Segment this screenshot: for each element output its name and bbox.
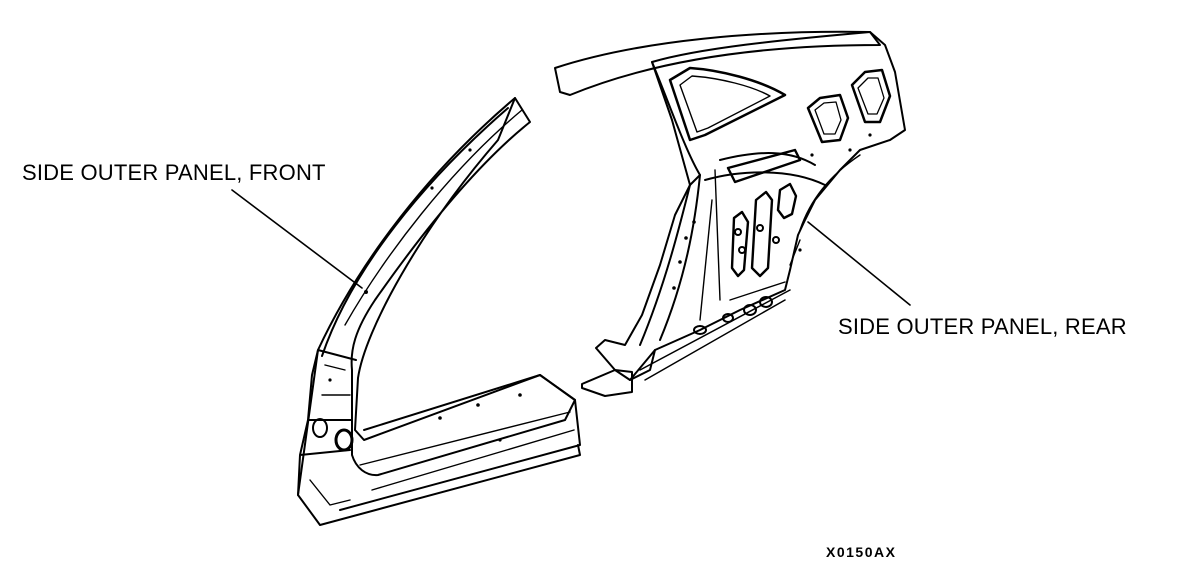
leader-line-rear [807,221,911,306]
rear-side-outer-panel [554,30,906,397]
hinge-pillar-detail [309,364,351,506]
rear-panel-opening-1-inner [814,101,842,135]
c-pillar-line [651,61,701,186]
rear-slot-vertical-left [730,210,750,278]
front-side-outer-panel [297,97,581,526]
a-pillar-inner-line [321,107,509,357]
rear-panel-opening-2 [850,68,892,124]
hinge-hole-lower [334,428,354,452]
rear-slot-horizontal [726,148,802,184]
rear-panel-outline [595,31,906,381]
rear-panel-opening-2-inner [857,77,885,115]
quarter-window-opening [668,66,787,142]
rear-panel-crease-1 [699,169,786,321]
rear-panel-lower-edge [639,289,791,381]
rear-panel-holes [693,224,780,335]
rocker-panel-outline [339,374,581,511]
rocker-panel-crease [359,411,575,491]
rear-panel-rivets [672,133,872,290]
figure-code: X0150AX [826,544,897,560]
quarter-window-inner [679,75,771,133]
front-panel-rivets [328,148,522,442]
roof-rail-strip [554,30,881,96]
label-side-outer-panel-rear: SIDE OUTER PANEL, REAR [838,314,1127,339]
a-pillar-mid-line [344,109,523,326]
hinge-pillar-outline [297,349,357,496]
b-pillar-front-edge [639,174,701,346]
rear-slot-vertical-mid [750,190,774,278]
rear-slot-vertical-right [776,182,798,220]
front-panel-outline [350,97,576,477]
rear-panel-crease-2 [789,154,861,266]
rear-rocker-extension [581,349,656,397]
hinge-hole-upper [312,418,328,438]
leader-line-front [231,189,363,289]
label-side-outer-panel-front: SIDE OUTER PANEL, FRONT [22,160,326,185]
rear-panel-opening-1 [806,93,850,144]
